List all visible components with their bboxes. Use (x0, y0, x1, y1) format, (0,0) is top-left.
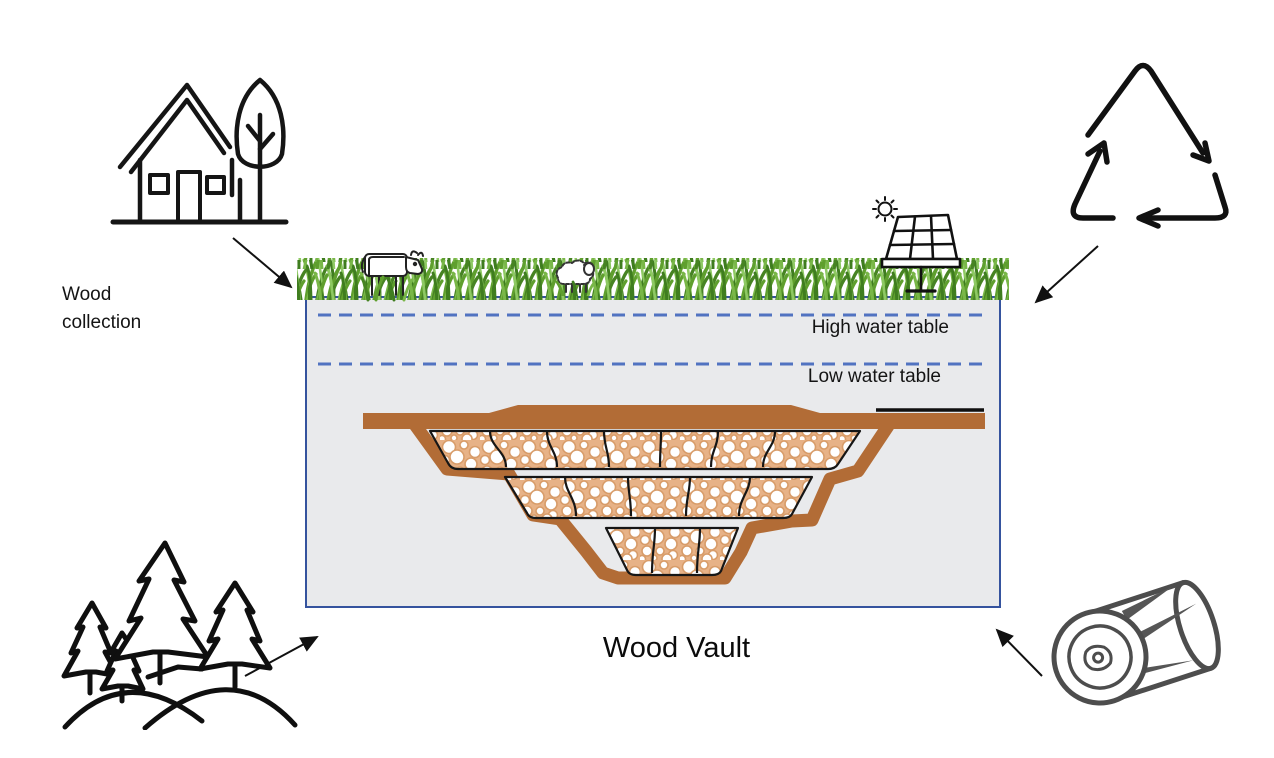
wood-collection-label: Wood collection (62, 284, 142, 333)
sheep-icon (555, 259, 596, 296)
diagram-title: Wood Vault (602, 632, 751, 664)
wood-vault-structure (363, 405, 985, 585)
recycling-icon (1070, 62, 1229, 229)
vault-top-cap (363, 405, 985, 429)
vault-tier-3 (604, 526, 740, 577)
log-icon (1051, 579, 1221, 706)
solar-panel-icon (872, 196, 962, 293)
house-tree-icon (110, 77, 289, 225)
cow-icon (360, 250, 424, 302)
vault-tier-1 (428, 429, 862, 471)
vault-tier-2 (503, 475, 814, 520)
sun-icon (872, 196, 898, 222)
forest-icon (61, 540, 298, 730)
low-water-table-label: Low water table (807, 366, 941, 387)
high-water-table-label: High water table (811, 317, 949, 338)
arrow-house-to-vault (232, 237, 293, 289)
